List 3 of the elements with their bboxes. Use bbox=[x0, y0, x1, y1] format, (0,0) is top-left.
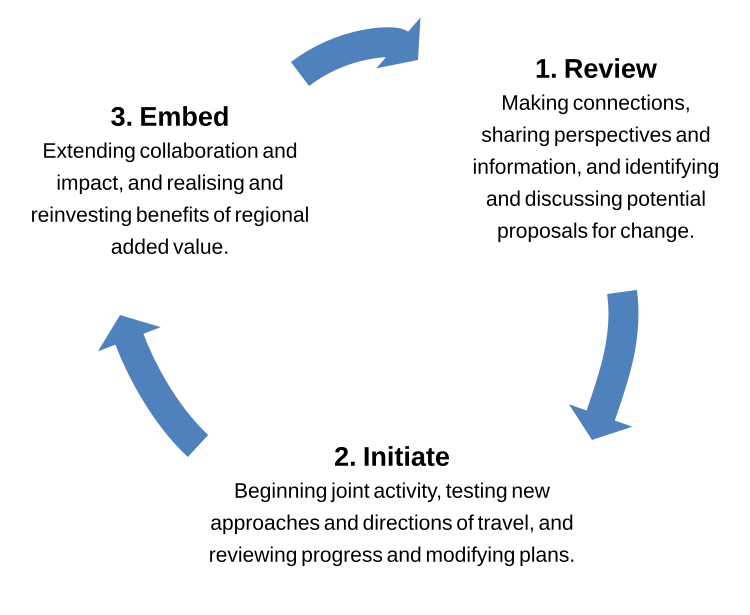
stage-text: 1. Review Making connections, sharing perspectives and information, and identifying and discussing potential proposals for change. bbox=[474, 58, 718, 242]
stage-text: 2. Initiate Beginning joint activity, testing new approaches and directions of travel, and reviewing progress and modifying plans. bbox=[210, 446, 574, 566]
stage-text: 3. Embed Extending collaboration and impact, and realising and reinvesting benefits of regional added value. bbox=[32, 106, 308, 254]
